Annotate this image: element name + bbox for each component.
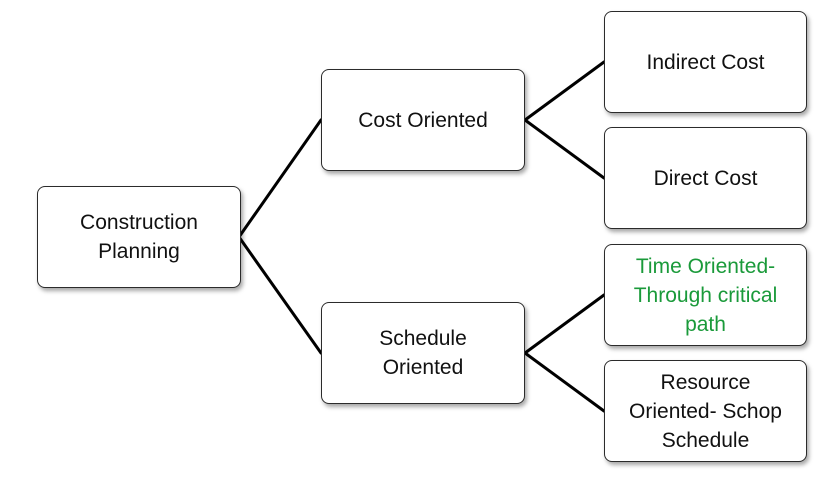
node-label: Direct Cost: [653, 166, 758, 190]
connector-schedule-to-resource: [523, 351, 606, 413]
node-label: Schedule Oriented: [379, 327, 467, 379]
node-label: Indirect Cost: [646, 50, 765, 74]
node-label: Construction Planning: [80, 211, 198, 263]
node-schedule-oriented: Schedule Oriented: [321, 302, 525, 404]
node-resource-oriented: Resource Oriented- Schop Schedule: [604, 360, 807, 462]
node-label: Time Oriented- Through critical path: [633, 254, 778, 336]
connector-schedule-to-time: [523, 293, 606, 355]
node-label: Resource Oriented- Schop Schedule: [629, 370, 782, 452]
node-label: Cost Oriented: [358, 108, 488, 132]
connector-root-to-schedule: [237, 235, 323, 355]
node-direct-cost: Direct Cost: [604, 127, 807, 229]
node-indirect-cost: Indirect Cost: [604, 11, 807, 113]
connector-cost-to-indirect: [523, 60, 606, 122]
node-construction-planning: Construction Planning: [37, 186, 241, 288]
node-time-oriented: Time Oriented- Through critical path: [604, 244, 807, 346]
connector-cost-to-direct: [523, 118, 606, 180]
connector-root-to-cost: [237, 118, 323, 239]
node-cost-oriented: Cost Oriented: [321, 69, 525, 171]
